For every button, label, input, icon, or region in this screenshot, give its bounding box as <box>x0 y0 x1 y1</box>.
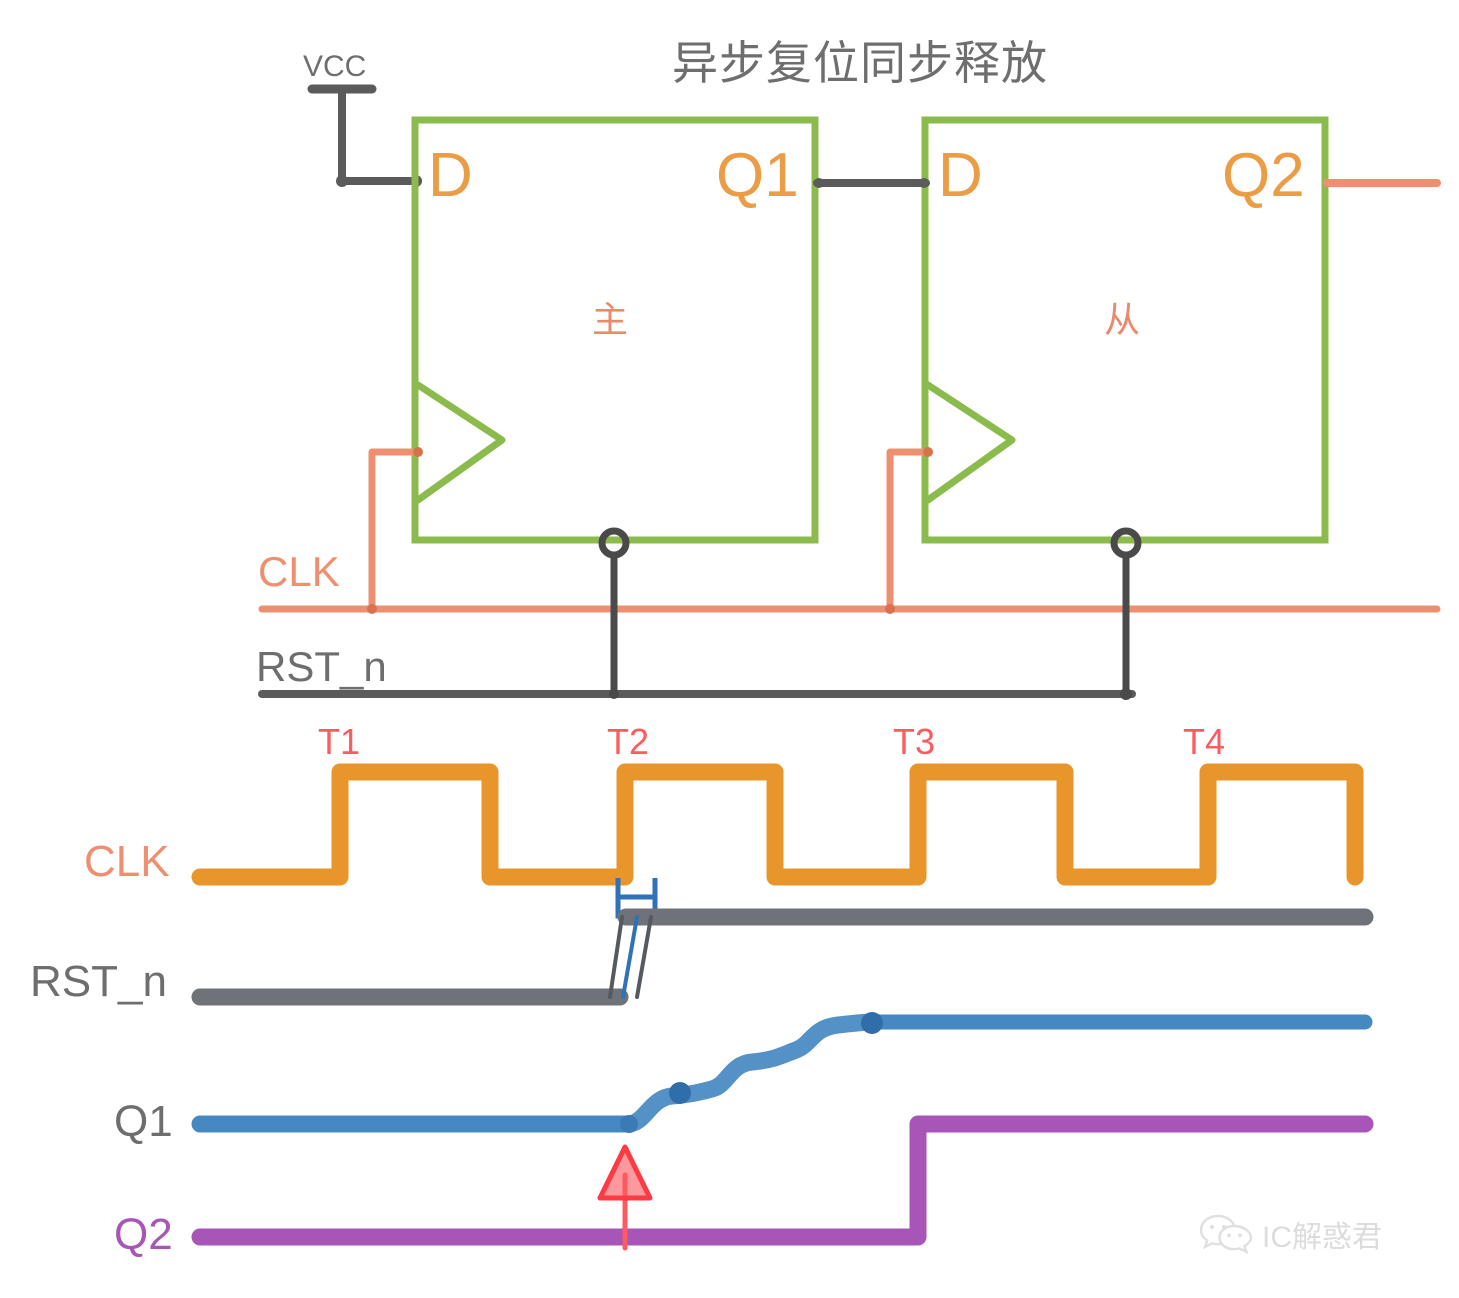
q1-to-d2-wire <box>813 178 930 188</box>
edge-marker-t2: T2 <box>607 721 650 762</box>
waveform-label-clk: CLK <box>84 837 170 886</box>
vcc-label: VCC <box>303 50 367 83</box>
vcc-net <box>307 84 422 187</box>
ff1-q-port-label: Q1 <box>716 141 799 210</box>
waveform-q1 <box>191 1012 1373 1133</box>
sample-arrow-t2 <box>597 1144 653 1251</box>
ff1-inner-label: 主 <box>592 299 629 340</box>
edge-marker-t4: T4 <box>1183 721 1226 762</box>
waveform-rst <box>191 908 1374 1006</box>
watermark: IC解惑君 <box>1200 1212 1382 1256</box>
waveform-clk <box>191 763 1364 886</box>
waveform-label-rst: RST_n <box>30 957 167 1006</box>
ff1-d-port-label: D <box>428 141 473 210</box>
rst-net <box>258 556 1136 700</box>
clk-net <box>258 447 1441 614</box>
watermark-text: IC解惑君 <box>1262 1221 1382 1254</box>
flipflop-master-body <box>411 116 819 559</box>
wechat-icon <box>1200 1214 1253 1255</box>
edge-marker-t1: T1 <box>318 721 361 762</box>
flipflop-slave-body <box>921 116 1329 559</box>
waveform-label-q2: Q2 <box>114 1210 173 1259</box>
ff2-d-port-label: D <box>938 141 983 210</box>
ff2-inner-label: 从 <box>1104 299 1141 340</box>
waveform-q2 <box>191 1115 1374 1246</box>
edge-marker-t3: T3 <box>893 721 936 762</box>
page-title: 异步复位同步释放 <box>672 37 1048 89</box>
ff2-q-port-label: Q2 <box>1222 141 1305 210</box>
waveform-label-q1: Q1 <box>114 1097 173 1146</box>
circuit-rst-bus-label: RST_n <box>256 643 387 690</box>
circuit-clk-bus-label: CLK <box>258 548 340 595</box>
